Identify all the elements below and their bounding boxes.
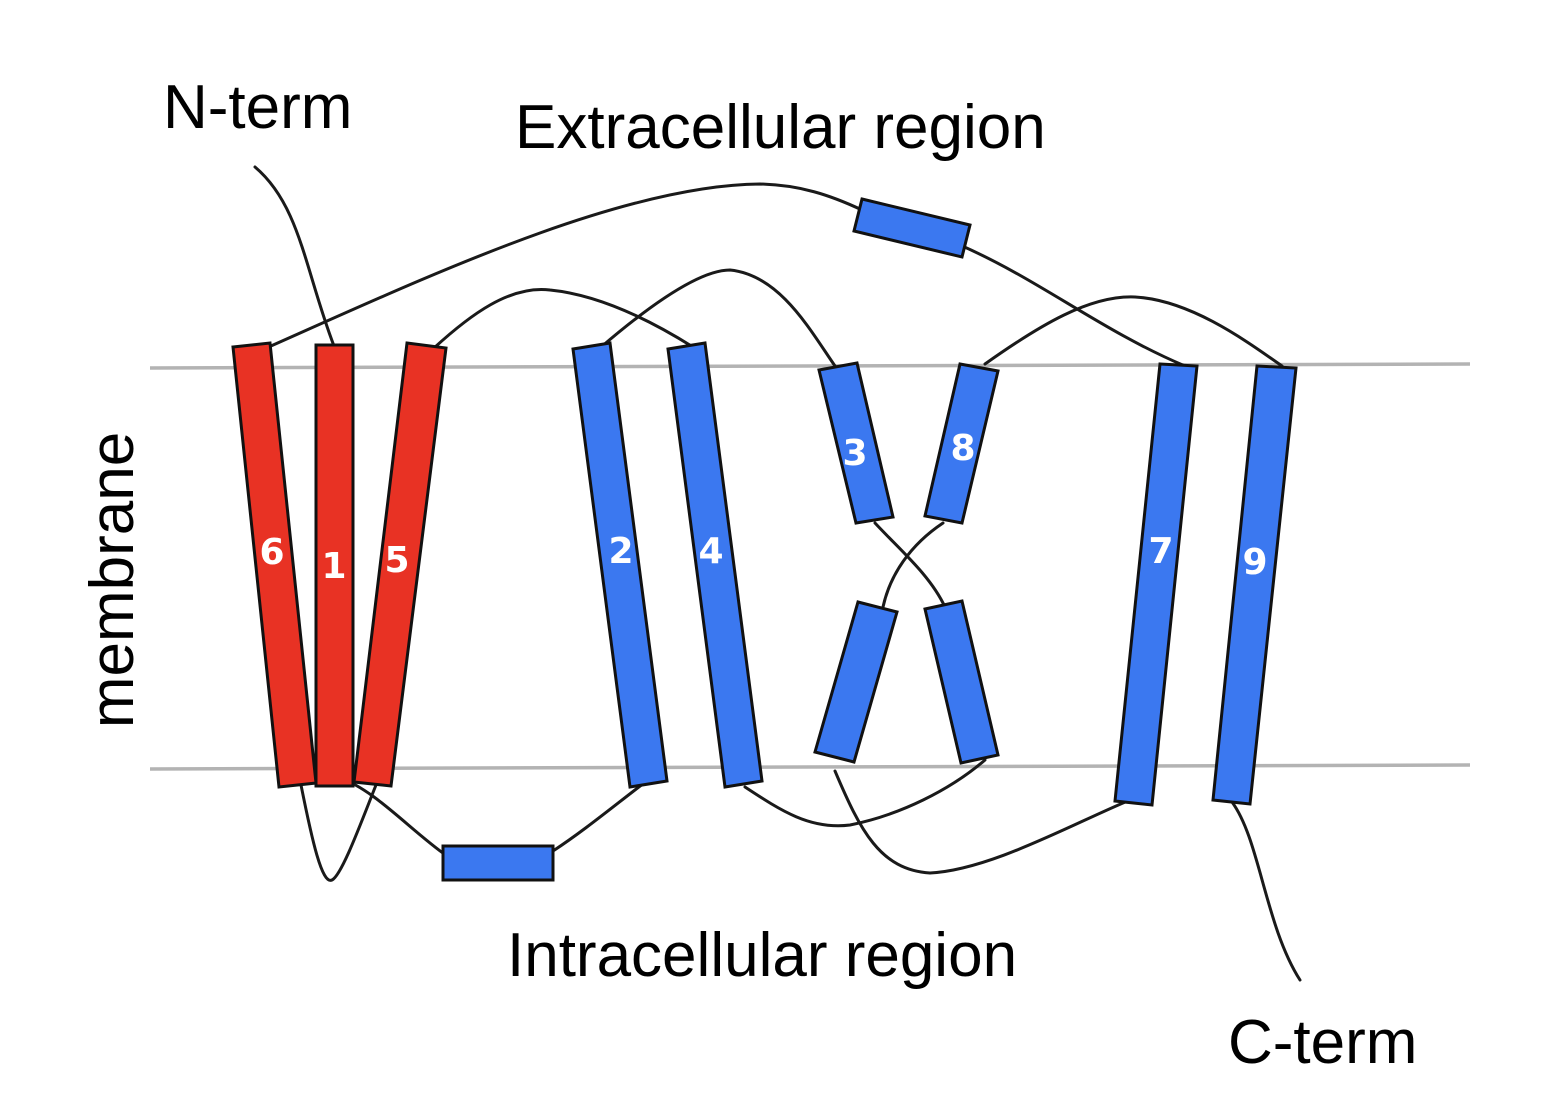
helix-3-number: 3 <box>842 433 867 474</box>
helix-4-number: 4 <box>698 531 723 572</box>
loop-3-cross <box>873 521 947 609</box>
loop-n-terminus <box>253 165 336 348</box>
loop-8-cross <box>881 521 945 609</box>
helix-9 <box>1211 364 1298 806</box>
helix-5 <box>352 341 448 788</box>
membrane-top-line <box>149 362 1471 370</box>
helix-2 <box>571 341 669 789</box>
helix-9-number: 9 <box>1242 542 1267 583</box>
intracellular-helix <box>441 844 555 882</box>
helix-3 <box>817 361 895 525</box>
helix-1-number: 1 <box>321 546 346 587</box>
loop-5-to-4 <box>432 287 695 350</box>
loop-1-to-intracellular-helix <box>338 776 449 858</box>
n-term-label: N-term <box>163 73 352 142</box>
loop-8-to-9 <box>983 295 1284 368</box>
helix-8 <box>923 362 1000 525</box>
helix-1 <box>314 343 355 788</box>
helix-8-number: 8 <box>950 428 975 469</box>
intracellular-region-label: Intracellular region <box>507 921 1017 990</box>
loop-c-terminus <box>1230 800 1302 982</box>
connecting-loops <box>253 165 1302 982</box>
extracellular-helix <box>852 197 972 259</box>
membrane-label: membrane <box>78 432 147 728</box>
helix-3-lower-segment <box>813 600 899 764</box>
extracellular-region-label: Extracellular region <box>515 93 1046 162</box>
helix-7 <box>1113 362 1199 807</box>
loop-4-to-8-lower <box>743 758 987 828</box>
loop-1-to-6-intracellular <box>299 783 378 882</box>
helix-6-number: 6 <box>259 532 284 573</box>
helix-4 <box>666 341 764 789</box>
helix-5-number: 5 <box>384 540 409 581</box>
c-term-label: C-term <box>1228 1008 1417 1077</box>
helix-8-lower-segment <box>923 599 1000 765</box>
helix-2-number: 2 <box>608 531 633 572</box>
loop-intracellular-helix-to-2 <box>551 778 650 853</box>
loop-lower-to-7 <box>833 769 1132 875</box>
loop-extracellular-helix-to-7 <box>958 243 1187 368</box>
helix-7-number: 7 <box>1148 531 1173 572</box>
loop-6-to-extracellular-helix <box>260 182 864 352</box>
loop-2-to-3 <box>598 268 837 368</box>
